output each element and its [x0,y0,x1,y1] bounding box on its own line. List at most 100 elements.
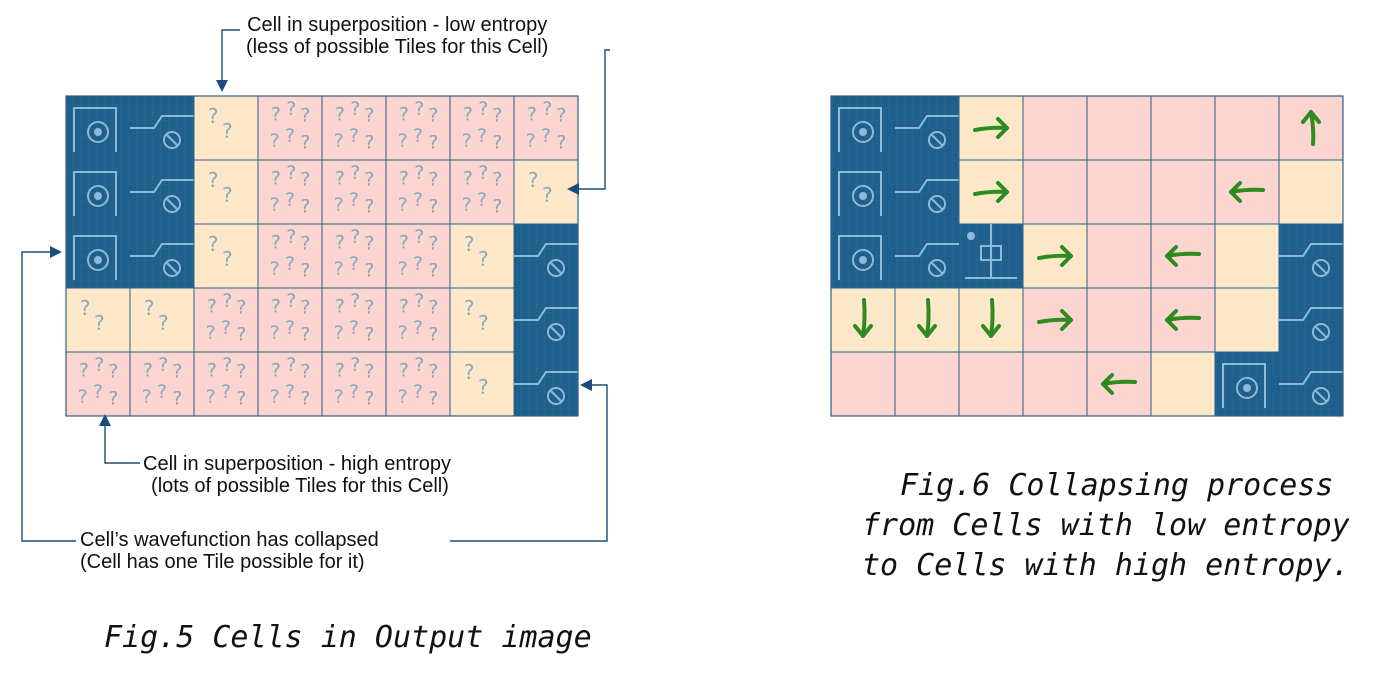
high-entropy-cell [894,351,960,417]
collapsed-cell [1279,288,1343,352]
cell-background [449,351,515,417]
question-mark-glyph: ? [270,386,280,408]
question-mark-glyph: ? [222,119,233,143]
question-mark-glyph: ? [300,105,310,127]
question-mark-glyph: ? [349,317,359,339]
cell-background [449,159,515,225]
question-mark-glyph: ? [428,323,438,345]
question-mark-glyph: ? [349,189,359,211]
question-mark-glyph: ? [398,258,408,280]
question-mark-glyph: ? [464,232,475,256]
question-mark-glyph: ? [413,125,423,147]
annotation-high-entropy: Cell in superposition - high entropy (lo… [143,453,451,497]
question-mark-glyph: ? [236,361,246,383]
question-mark-glyph: ? [334,386,344,408]
arrow-up-icon [1301,110,1321,146]
question-mark-glyph: ? [478,162,488,184]
high-entropy-cell [1022,95,1088,161]
low-entropy-cell: ?? [193,223,259,289]
cell-background [321,223,387,289]
high-entropy-cell [958,351,1024,417]
collapsed-cell [514,224,578,288]
high-entropy-cell [1086,223,1152,289]
high-entropy-cell [1214,95,1280,161]
cell-background [321,287,387,353]
question-mark-glyph: ? [335,359,345,381]
question-mark-glyph: ? [222,183,233,207]
arrow-left-icon [1101,373,1137,395]
question-mark-glyph: ? [94,311,105,335]
tile-blueprint-shape [1279,243,1343,277]
low-entropy-cell [1278,159,1344,225]
annotation-high-entropy-line2: (lots of possible Tiles for this Cell) [151,475,449,497]
collapsed-cell [895,160,959,224]
grid-border [65,95,579,417]
cell-background [1086,287,1152,353]
arrow-left-icon [1165,309,1201,331]
question-mark-glyph: ? [286,98,296,120]
low-entropy-cell [1214,223,1280,289]
question-mark-glyph: ? [108,387,118,409]
collapsed-cell [514,352,578,416]
tile-blueprint-shape [130,115,194,149]
high-entropy-cell: ?????? [385,351,451,417]
leader-low-entropy-top [221,29,240,80]
question-mark-glyph: ? [172,387,182,409]
cell-background [449,95,515,161]
arrowhead-low-entropy-top [216,80,228,92]
arrow-right-icon [973,181,1009,203]
question-mark-glyph: ? [428,361,438,383]
question-mark-glyph: ? [270,322,280,344]
question-mark-glyph: ? [334,130,344,152]
fig6-caption: Fig.6 Collapsing process from Cells with… [862,466,1350,586]
high-entropy-cell [1022,159,1088,225]
collapsed-cell [831,224,895,288]
question-mark-glyph: ? [541,125,551,147]
high-entropy-cell: ?????? [321,159,387,225]
arrow-right-icon [1037,309,1073,331]
high-entropy-cell [1086,287,1152,353]
question-mark-glyph: ? [556,131,566,153]
question-mark-glyph: ? [222,247,233,271]
tile-blueprint-shape [130,243,194,277]
question-mark-glyph: ? [364,105,374,127]
question-mark-glyph: ? [528,168,539,192]
cell-background [513,95,579,161]
question-mark-glyph: ? [398,322,408,344]
question-mark-glyph: ? [350,98,360,120]
question-mark-glyph: ? [462,130,472,152]
high-entropy-cell: ?????? [321,223,387,289]
high-entropy-cell [1150,159,1216,225]
question-mark-glyph: ? [285,381,295,403]
question-mark-glyph: ? [542,98,552,120]
collapsed-cell [66,224,130,288]
collapsed-cell [130,160,194,224]
fig6-grid [830,95,1344,417]
question-mark-glyph: ? [350,290,360,312]
question-mark-glyph: ? [399,295,409,317]
tile-blueprint-shape [514,307,578,341]
question-mark-glyph: ? [207,295,217,317]
question-mark-glyph: ? [285,317,295,339]
collapsed-cell [895,96,959,160]
question-mark-glyph: ? [208,168,219,192]
question-mark-glyph: ? [79,359,89,381]
cell-background [1086,95,1152,161]
question-mark-glyph: ? [492,105,502,127]
leader-low-entropy-right [579,49,610,190]
question-mark-glyph: ? [556,105,566,127]
high-entropy-cell: ?????? [257,351,323,417]
low-entropy-cell: ?? [513,159,579,225]
high-entropy-cell [1150,95,1216,161]
question-mark-glyph: ? [462,194,472,216]
question-mark-glyph: ? [414,162,424,184]
question-mark-glyph: ? [236,387,246,409]
question-mark-glyph: ? [236,297,246,319]
low-entropy-cell: ?? [193,159,259,225]
question-mark-glyph: ? [300,259,310,281]
question-mark-glyph: ? [286,162,296,184]
question-mark-glyph: ? [94,354,104,376]
high-entropy-cell [1086,95,1152,161]
question-mark-glyph: ? [463,167,473,189]
tile-blueprint-shape [130,179,194,213]
